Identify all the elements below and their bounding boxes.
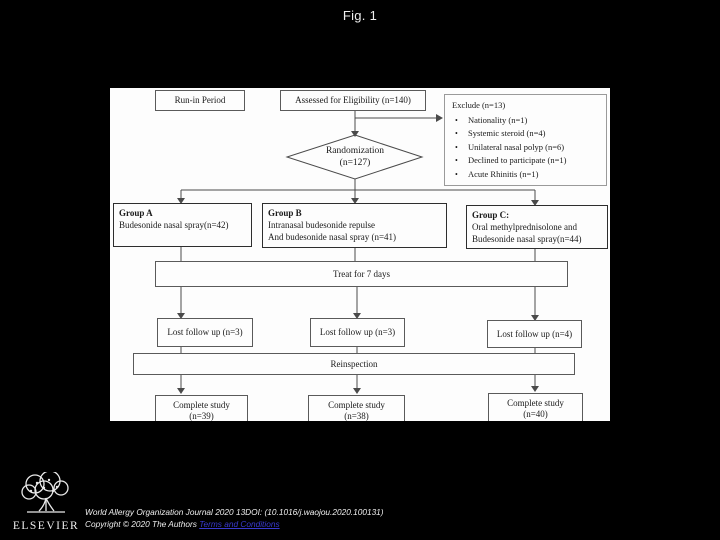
- elsevier-wordmark: ELSEVIER: [12, 520, 80, 532]
- complete-study-label: Complete study: [328, 400, 385, 410]
- complete-study-box-b: Complete study (n=38): [308, 395, 405, 421]
- exclude-item: Declined to participate (n=1): [452, 154, 602, 168]
- group-b-box: Group B Intranasal budesonide repulse An…: [262, 203, 447, 248]
- exclude-item: Nationality (n=1): [452, 114, 602, 128]
- complete-study-count: (n=38): [344, 411, 369, 421]
- assessed-eligibility-box: Assessed for Eligibility (n=140): [280, 90, 426, 111]
- group-c-box: Group C: Oral methylprednisolone and Bud…: [466, 205, 608, 249]
- group-a-line: Budesonide nasal spray(n=42): [119, 220, 229, 230]
- group-b-line: And budesonide nasal spray (n=41): [268, 232, 397, 242]
- group-a-title: Group A: [119, 208, 153, 218]
- exclude-item: Acute Rhinitis (n=1): [452, 168, 602, 182]
- lost-followup-box-a: Lost follow up (n=3): [157, 318, 253, 347]
- complete-study-label: Complete study: [173, 400, 230, 410]
- lost-followup-box-c: Lost follow up (n=4): [487, 320, 582, 348]
- credits: World Allergy Organization Journal 2020 …: [85, 507, 384, 530]
- runin-period-box: Run-in Period: [155, 90, 245, 111]
- group-b-title: Group B: [268, 208, 302, 218]
- group-c-title: Group C:: [472, 210, 510, 220]
- exclude-box: Exclude (n=13) Nationality (n=1) Systemi…: [444, 94, 607, 186]
- terms-link[interactable]: Terms and Conditions: [199, 518, 280, 529]
- figure-title: Fig. 1: [342, 8, 378, 23]
- complete-study-count: (n=39): [189, 411, 214, 421]
- treat-box: Treat for 7 days: [155, 261, 568, 287]
- flowchart-panel: Run-in Period Assessed for Eligibility (…: [110, 88, 610, 421]
- randomization-label: Randomization: [325, 146, 385, 156]
- exclude-item: Unilateral nasal polyp (n=6): [452, 141, 602, 155]
- randomization-count: (n=127): [339, 158, 371, 168]
- group-a-box: Group A Budesonide nasal spray(n=42): [113, 203, 252, 247]
- group-c-line: Budesonide nasal spray(n=44): [472, 234, 582, 244]
- lost-followup-box-b: Lost follow up (n=3): [310, 318, 405, 347]
- copyright-line: Copyright © 2020 The Authors Terms and C…: [85, 519, 384, 531]
- complete-study-box-a: Complete study (n=39): [155, 395, 248, 421]
- exclude-list: Nationality (n=1) Systemic steroid (n=4)…: [452, 114, 602, 182]
- elsevier-logo: ELSEVIER: [8, 470, 84, 532]
- copyright-text: Copyright © 2020 The Authors: [85, 518, 200, 529]
- complete-study-label: Complete study: [507, 398, 564, 408]
- complete-study-count: (n=40): [523, 409, 548, 419]
- group-b-line: Intranasal budesonide repulse: [268, 220, 375, 230]
- elsevier-tree-icon: [21, 470, 69, 513]
- complete-study-box-c: Complete study (n=40): [488, 393, 583, 421]
- reinspection-box: Reinspection: [133, 353, 575, 375]
- exclude-header: Exclude (n=13): [452, 100, 506, 110]
- group-c-line: Oral methylprednisolone and: [472, 222, 577, 232]
- flowchart-connectors: [177, 111, 539, 394]
- randomization-diamond: Randomization (n=127): [287, 145, 423, 169]
- exclude-item: Systemic steroid (n=4): [452, 127, 602, 141]
- citation-line: World Allergy Organization Journal 2020 …: [85, 507, 384, 517]
